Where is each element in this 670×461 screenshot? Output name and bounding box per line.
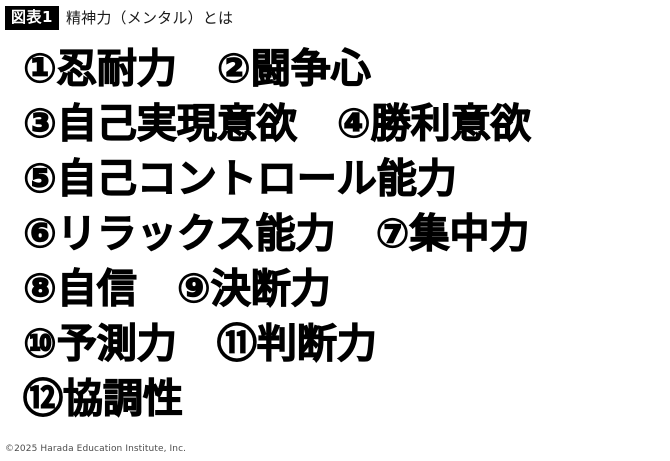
figure-number-badge: 図表1 [5, 6, 59, 30]
figure-header: 図表1 精神力（メンタル）とは [5, 5, 233, 31]
list-item: ⑤自己コントロール能力 [22, 155, 457, 202]
list-item: ⑫協調性 [22, 375, 183, 422]
list-item: ⑩予測力 ⑪判断力 [22, 320, 377, 367]
copyright-notice: ©2025 Harada Education Institute, Inc. [5, 444, 187, 454]
list-item: ⑧自信 ⑨決断力 [22, 265, 331, 312]
list-item: ⑥リラックス能力 ⑦集中力 [22, 210, 530, 257]
figure-title: 精神力（メンタル）とは [65, 8, 234, 27]
list-item: ③自己実現意欲 ④勝利意欲 [22, 100, 531, 147]
list-item: ①忍耐力 ②闘争心 [22, 45, 371, 92]
mental-skills-list: ①忍耐力 ②闘争心 ③自己実現意欲 ④勝利意欲 ⑤自己コントロール能力 ⑥リラッ… [22, 42, 653, 427]
